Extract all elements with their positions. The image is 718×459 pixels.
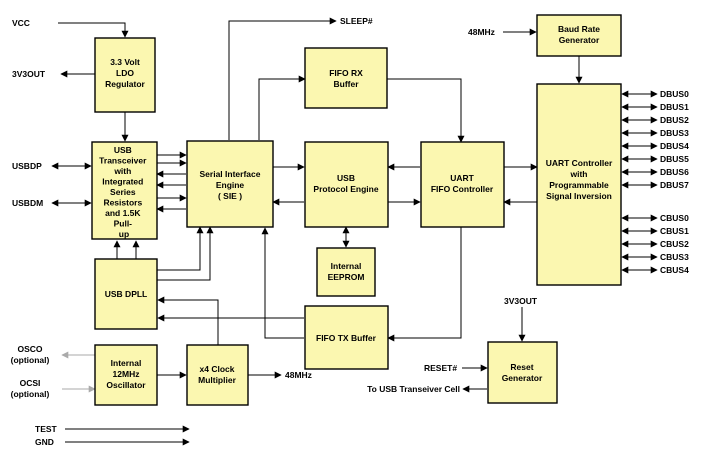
transceiver-line-3: with bbox=[113, 166, 131, 176]
sleep-label: SLEEP# bbox=[340, 16, 373, 26]
osc-line-2: 12MHz bbox=[113, 369, 140, 379]
dbus-label-2: DBUS2 bbox=[660, 115, 689, 125]
v3out-left-label: 3V3OUT bbox=[12, 69, 46, 79]
uartctrl-line-1: UART Controller bbox=[546, 158, 613, 168]
osco-optional-label: (optional) bbox=[11, 355, 50, 365]
sie-line-2: Engine bbox=[216, 180, 245, 190]
transceiver-line-6: Resistors bbox=[103, 198, 142, 208]
transceiver-line-5: Series bbox=[110, 187, 136, 197]
dbus-label-7: DBUS7 bbox=[660, 180, 689, 190]
eeprom-line-1: Internal bbox=[331, 261, 362, 271]
reset-pin-label: RESET# bbox=[424, 363, 457, 373]
ldo-line-1: 3.3 Volt bbox=[110, 57, 140, 67]
dbus-lines bbox=[621, 90, 658, 189]
usbdp-label: USBDP bbox=[12, 161, 42, 171]
transceiver-line-8: Pull- bbox=[114, 219, 133, 229]
fifotx-label: FIFO TX Buffer bbox=[316, 333, 377, 343]
vcc-label: VCC bbox=[12, 18, 30, 28]
osc-line-1: Internal bbox=[111, 358, 142, 368]
protocol-line-1: USB bbox=[337, 173, 355, 183]
v3out-right-label: 3V3OUT bbox=[504, 296, 538, 306]
baud-line-1: Baud Rate bbox=[558, 24, 600, 34]
dbus-label-1: DBUS1 bbox=[660, 102, 689, 112]
svg-text:USB Transceiver wi: USB Transceiver with Integrated Series R… bbox=[99, 145, 149, 239]
protocol-line-2: Protocol Engine bbox=[313, 184, 378, 194]
cbus-label-2: CBUS2 bbox=[660, 239, 689, 249]
dbus-label-4: DBUS4 bbox=[660, 141, 689, 151]
osco-label: OSCO bbox=[17, 344, 42, 354]
cbus-label-4: CBUS4 bbox=[660, 265, 689, 275]
gnd-label: GND bbox=[35, 437, 54, 447]
usb-cell-label: To USB Transeiver Cell bbox=[367, 384, 460, 394]
transceiver-line-4: Integrated bbox=[102, 177, 143, 187]
clk-line-1: x4 Clock bbox=[200, 364, 235, 374]
baud-line-2: Generator bbox=[559, 35, 600, 45]
uartctrl-line-4: Signal Inversion bbox=[546, 191, 612, 201]
dbus-label-5: DBUS5 bbox=[660, 154, 689, 164]
uartfifo-line-2: FIFO Controller bbox=[431, 184, 494, 194]
svg-text:OCSI(optional): OCSI(optional) bbox=[11, 378, 50, 399]
uartctrl-line-2: with bbox=[570, 169, 588, 179]
reset-line-2: Generator bbox=[502, 373, 543, 383]
sie-line-3: ( SIE ) bbox=[218, 191, 242, 201]
transceiver-line-1: USB bbox=[114, 145, 132, 155]
eeprom-line-2: EEPROM bbox=[328, 272, 365, 282]
mhz48-top-label: 48MHz bbox=[468, 27, 495, 37]
transceiver-line-9: up bbox=[119, 229, 129, 239]
transceiver-line-7: and 1.5K bbox=[105, 208, 141, 218]
cbus-label-1: CBUS1 bbox=[660, 226, 689, 236]
usb-transceiver-block: USB Transceiver with Integrated Series R… bbox=[91, 141, 158, 240]
uartfifo-line-1: UART bbox=[450, 173, 474, 183]
ocsi-label: OCSI bbox=[20, 378, 41, 388]
reset-line-1: Reset bbox=[510, 362, 533, 372]
cbus-label-3: CBUS3 bbox=[660, 252, 689, 262]
cbus-lines bbox=[621, 214, 658, 274]
ocsi-optional-label: (optional) bbox=[11, 389, 50, 399]
test-label: TEST bbox=[35, 424, 58, 434]
dpll-label: USB DPLL bbox=[105, 289, 148, 299]
dbus-label-0: DBUS0 bbox=[660, 89, 689, 99]
usb-dpll-block: USB DPLL bbox=[94, 258, 158, 330]
mhz48-clock-label: 48MHz bbox=[285, 370, 312, 380]
dbus-label-3: DBUS3 bbox=[660, 128, 689, 138]
fiforx-line-2: Buffer bbox=[333, 79, 359, 89]
svg-text:OSCO(optional): OSCO(optional) bbox=[11, 344, 50, 365]
ldo-line-2: LDO bbox=[116, 68, 134, 78]
uartctrl-line-3: Programmable bbox=[549, 180, 609, 190]
ldo-line-3: Regulator bbox=[105, 79, 145, 89]
sie-line-1: Serial Interface bbox=[200, 169, 261, 179]
clk-line-2: Multiplier bbox=[198, 375, 236, 385]
osc-line-3: Oscillator bbox=[106, 380, 146, 390]
usbdm-label: USBDM bbox=[12, 198, 43, 208]
dbus-label-6: DBUS6 bbox=[660, 167, 689, 177]
transceiver-line-2: Transceiver bbox=[99, 156, 147, 166]
cbus-label-0: CBUS0 bbox=[660, 213, 689, 223]
fifo-tx-block: FIFO TX Buffer bbox=[304, 305, 389, 370]
fiforx-line-1: FIFO RX bbox=[329, 68, 363, 78]
connection-lines bbox=[51, 17, 583, 446]
